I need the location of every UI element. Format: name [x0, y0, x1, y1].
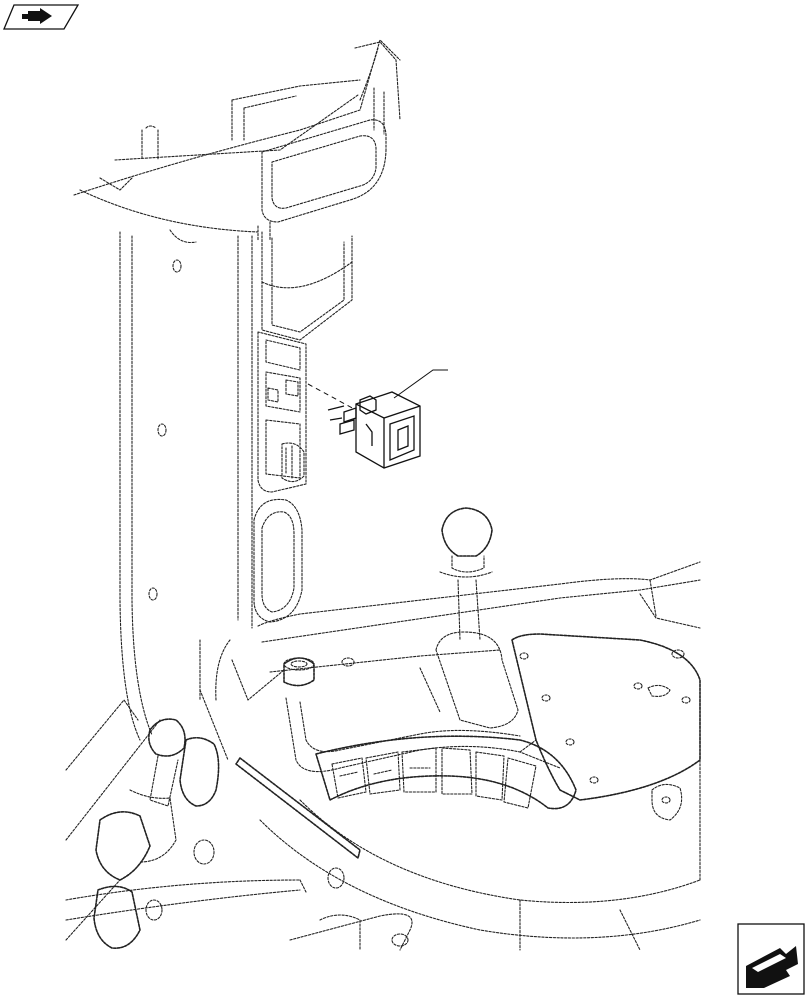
joystick [435, 507, 519, 729]
console-lower-trim [259, 759, 701, 951]
callout-item-1 [307, 369, 448, 411]
grab-handle [261, 87, 387, 223]
cab-pillar [73, 39, 401, 741]
mounting-holes [148, 259, 355, 667]
floor-lines [65, 639, 413, 951]
console-knob [283, 657, 315, 687]
console-body [257, 561, 701, 773]
pillar-oval-cutout [253, 498, 303, 623]
left-lever [93, 718, 220, 949]
next-page-arrow-icon[interactable] [737, 923, 805, 995]
view-direction-badge-icon[interactable] [3, 4, 80, 30]
pillar-cover [261, 231, 353, 341]
console-cover-plate [511, 633, 701, 821]
rocker-switch-item-1[interactable] [327, 391, 421, 469]
switch-panel [257, 331, 307, 493]
switch-bank [315, 735, 577, 810]
